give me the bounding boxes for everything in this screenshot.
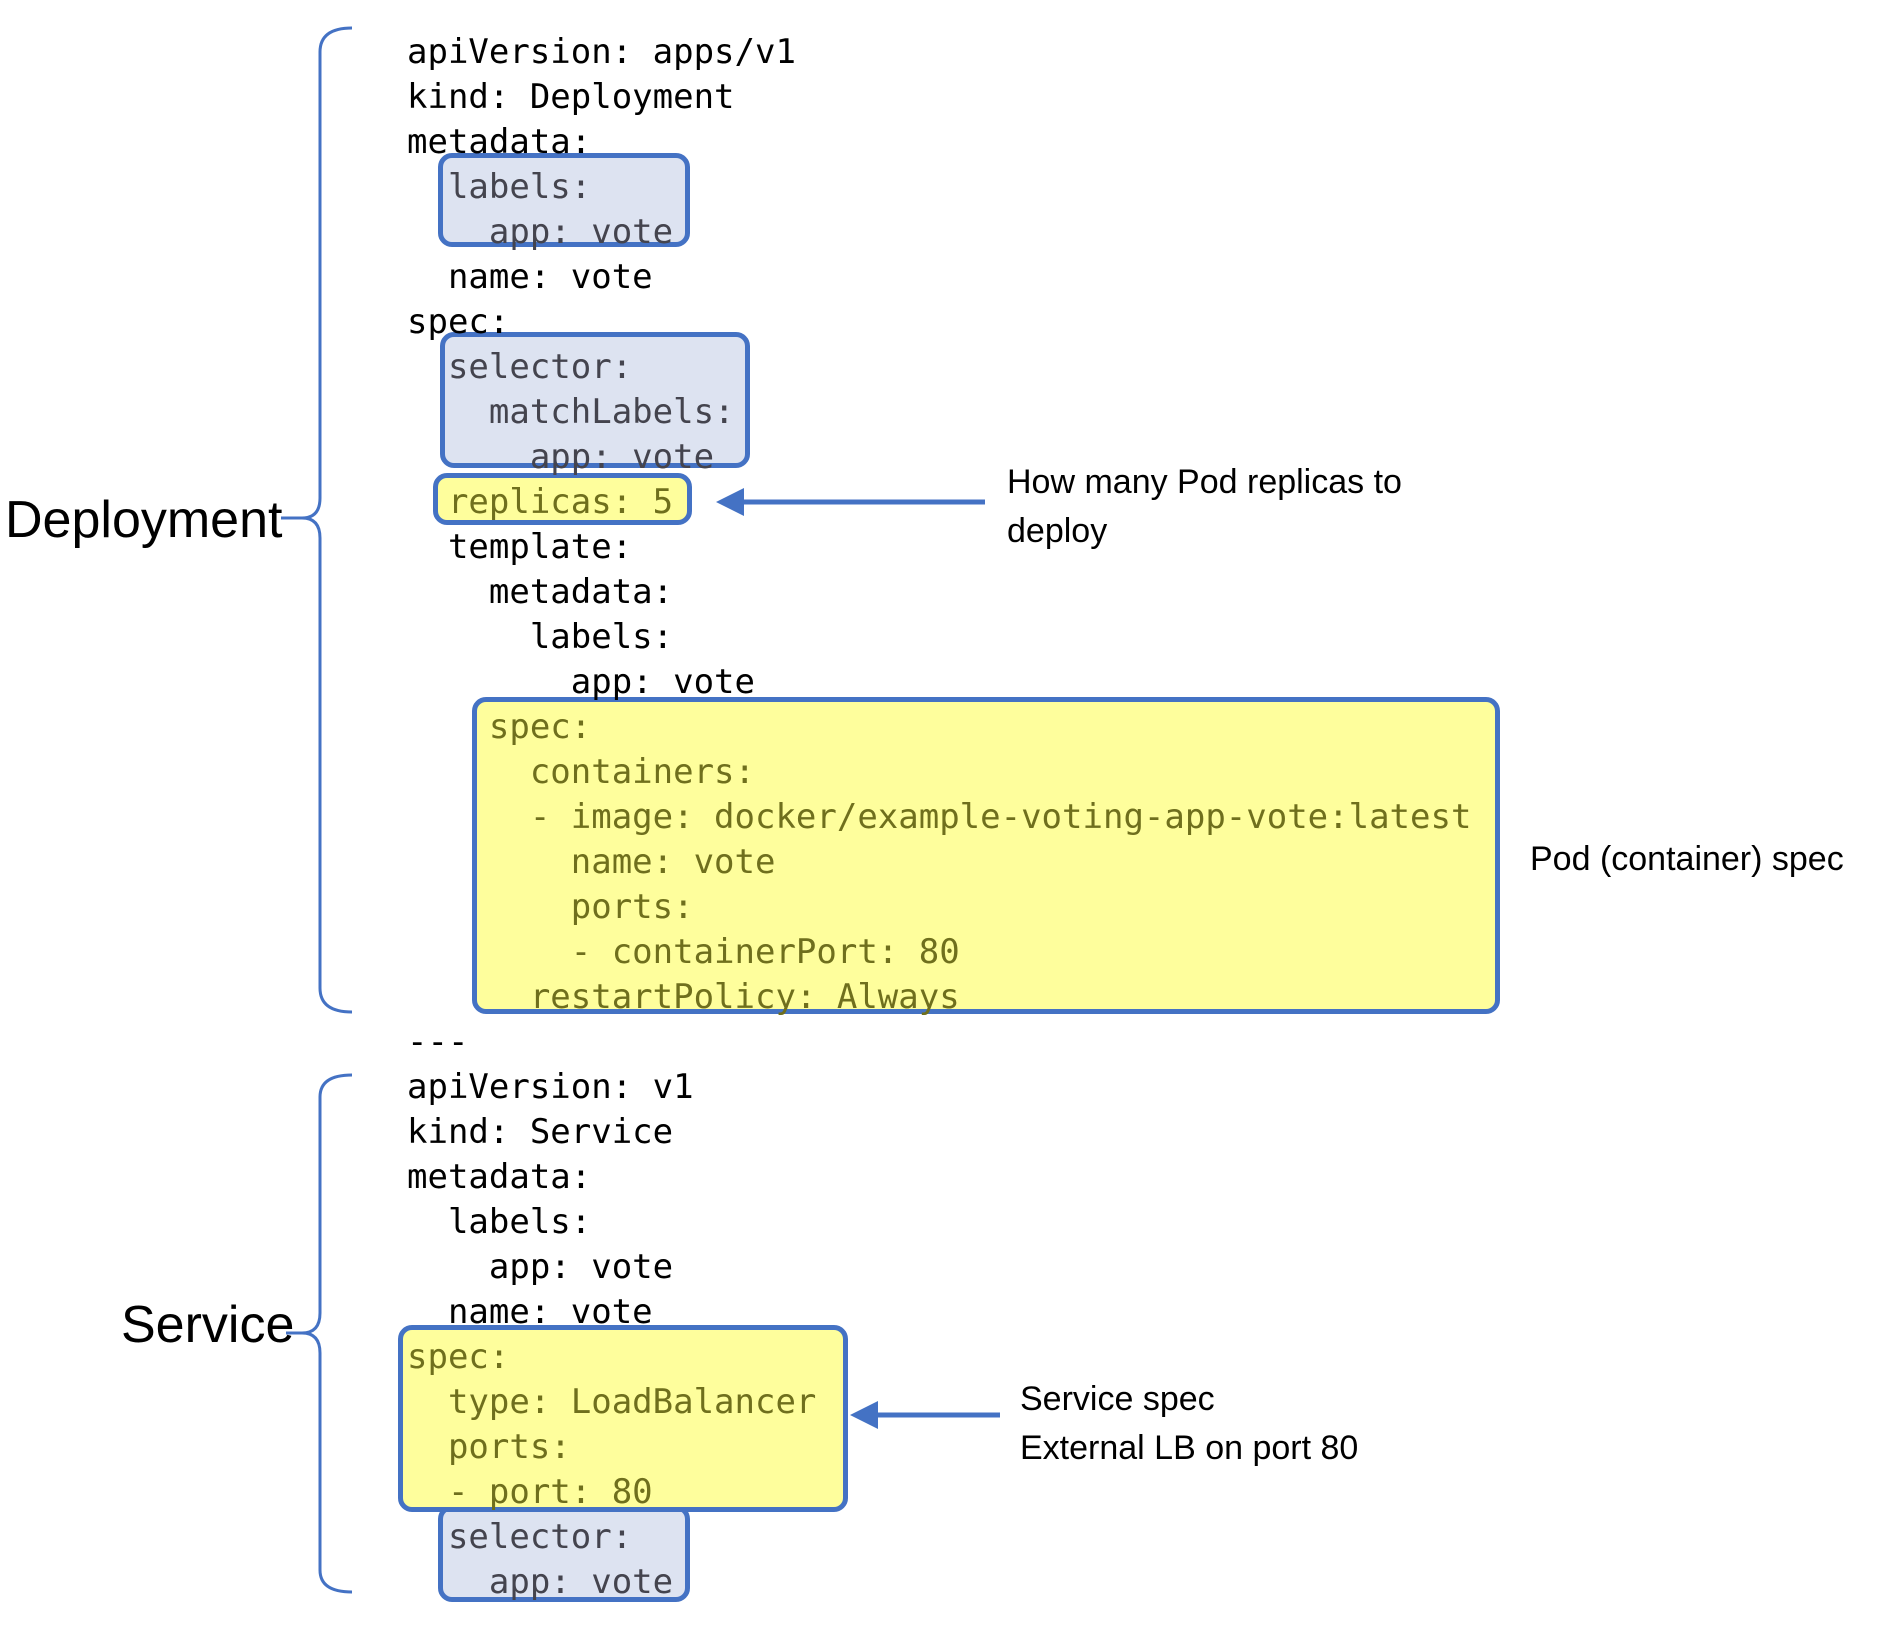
code-line: ports:: [407, 887, 694, 927]
service-spec-annotation-line1: Service spec: [1020, 1380, 1215, 1418]
code-line: metadata:: [407, 572, 674, 612]
code-line: labels:: [407, 1202, 592, 1242]
code-line: labels:: [407, 167, 592, 207]
pod-spec-highlight-box: [472, 697, 1500, 1014]
service-spec-annotation: Service spec External LB on port 80: [1020, 1375, 1358, 1473]
code-line: containers:: [407, 752, 755, 792]
service-spec-highlight-box: [398, 1325, 848, 1512]
code-line: - image: docker/example-voting-app-vote:…: [407, 797, 1472, 837]
code-line: restartPolicy: Always: [407, 977, 960, 1017]
code-line: kind: Service: [407, 1112, 674, 1152]
replicas-highlight-box: [433, 473, 692, 525]
deployment-metadata-labels-highlight-box: [438, 153, 690, 247]
code-line: - port: 80: [407, 1472, 653, 1512]
code-line: spec:: [407, 1337, 510, 1377]
code-line: name: vote: [407, 257, 653, 297]
code-line: apiVersion: v1: [407, 1067, 694, 1107]
code-line: app: vote: [407, 662, 755, 702]
replicas-annotation: How many Pod replicas to deploy: [1007, 458, 1402, 556]
replicas-annotation-line1: How many Pod replicas to: [1007, 463, 1402, 501]
replicas-arrow: [716, 488, 985, 516]
code-line-doc-separator: ---: [407, 1022, 469, 1062]
service-label: Service: [121, 1296, 295, 1354]
code-line: template:: [407, 527, 633, 567]
code-line: app: vote: [407, 1247, 674, 1287]
code-line: spec:: [407, 707, 592, 747]
code-line: name: vote: [407, 1292, 653, 1332]
deployment-label: Deployment: [5, 491, 283, 549]
code-line: replicas: 5: [407, 482, 674, 522]
code-line: ports:: [407, 1427, 571, 1467]
code-line: metadata:: [407, 122, 592, 162]
pod-spec-annotation: Pod (container) spec: [1530, 835, 1844, 884]
service-brace: [301, 1073, 353, 1594]
code-line: name: vote: [407, 842, 776, 882]
code-line: app: vote: [407, 1562, 674, 1602]
deployment-selector-highlight-box: [440, 332, 750, 468]
pod-spec-annotation-line1: Pod (container) spec: [1530, 840, 1844, 878]
code-line: spec:: [407, 302, 510, 342]
code-line: - containerPort: 80: [407, 932, 960, 972]
deployment-brace: [301, 26, 353, 1014]
replicas-annotation-line2: deploy: [1007, 512, 1108, 550]
code-line: type: LoadBalancer: [407, 1382, 817, 1422]
code-line: kind: Deployment: [407, 77, 735, 117]
code-line: app: vote: [407, 437, 715, 477]
code-line: app: vote: [407, 212, 674, 252]
service-spec-annotation-line2: External LB on port 80: [1020, 1429, 1359, 1467]
code-line: labels:: [407, 617, 674, 657]
code-line: metadata:: [407, 1157, 592, 1197]
service-spec-arrow: [850, 1401, 1000, 1429]
code-line: selector:: [407, 1517, 633, 1557]
code-line: matchLabels:: [407, 392, 735, 432]
code-line: selector:: [407, 347, 633, 387]
code-line: apiVersion: apps/v1: [407, 32, 796, 72]
